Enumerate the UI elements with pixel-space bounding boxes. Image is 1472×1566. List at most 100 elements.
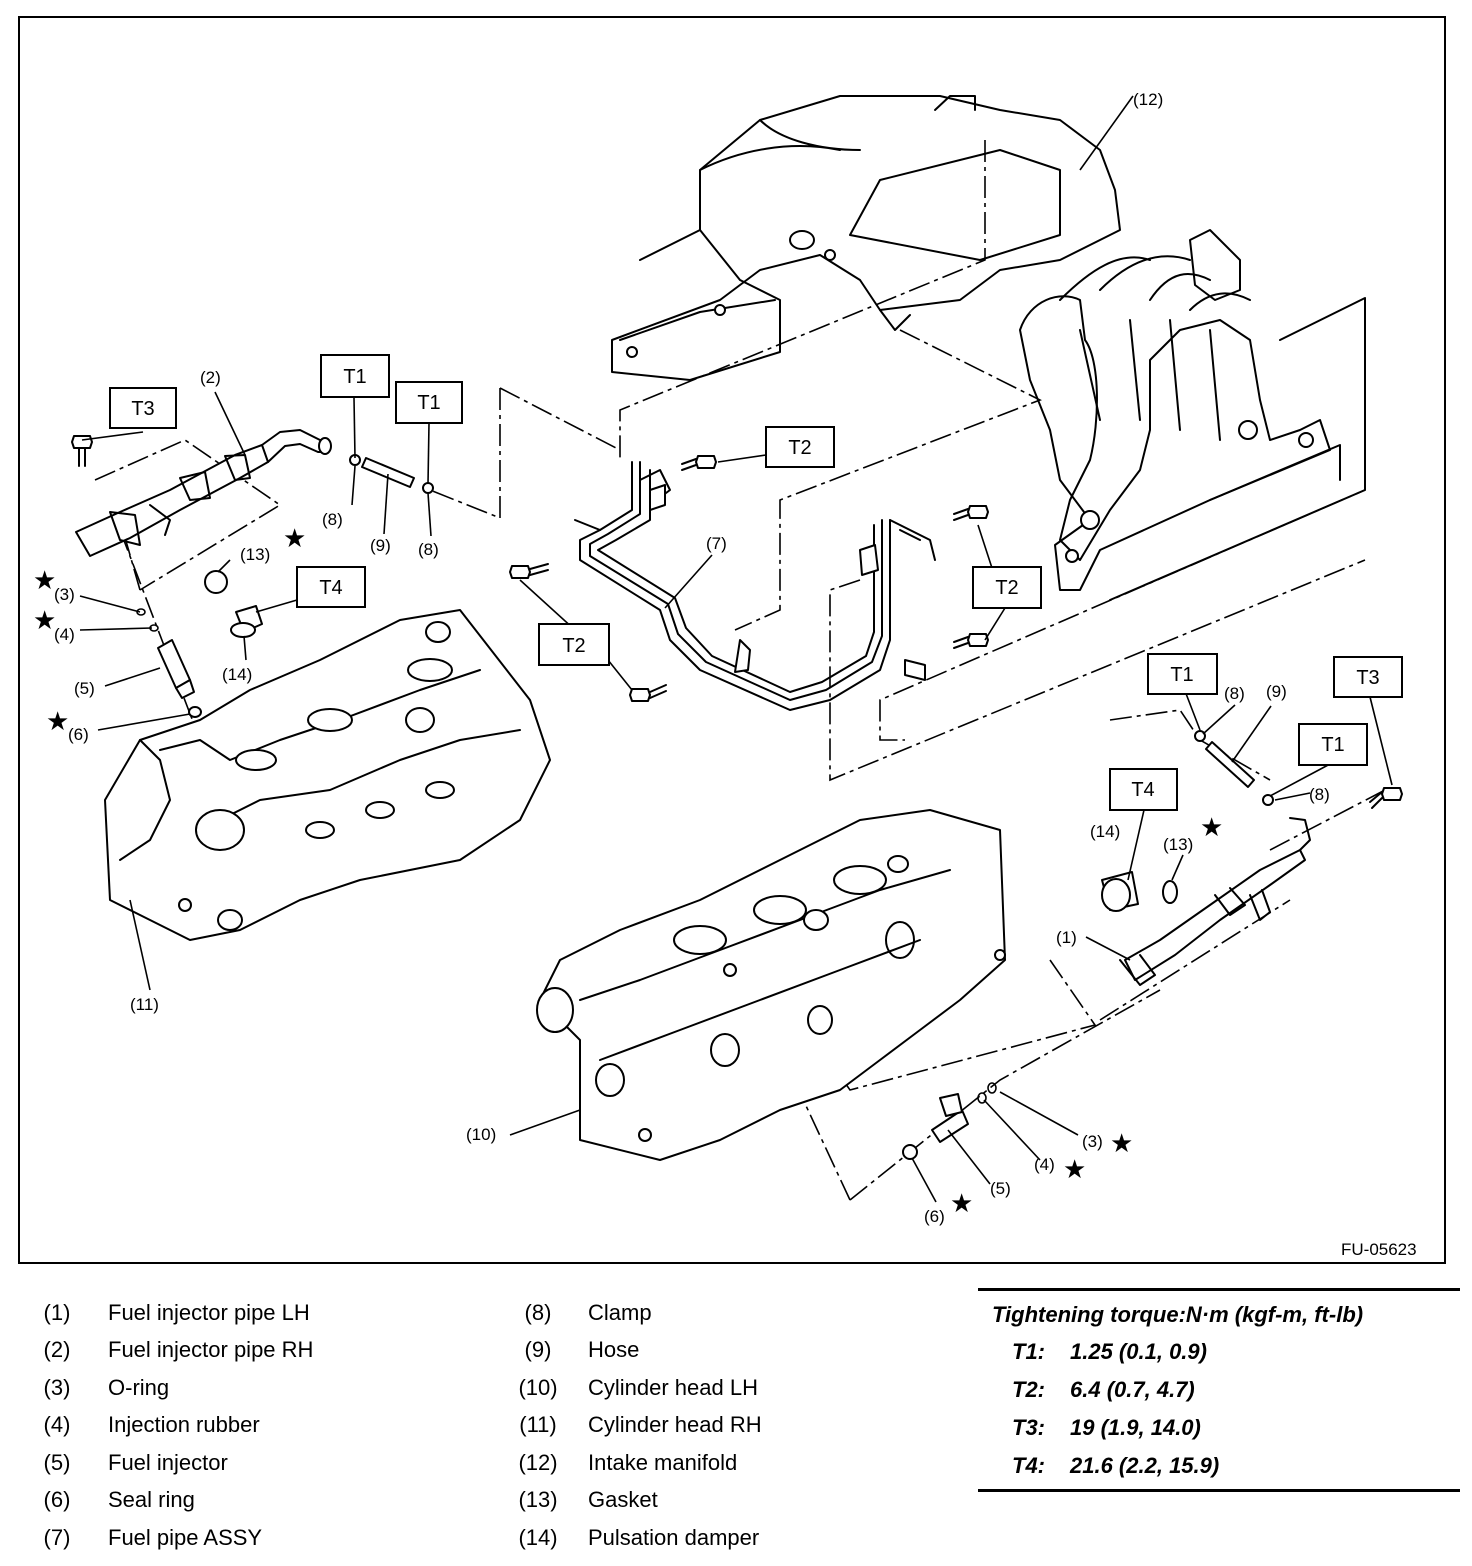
legend-item: (13)Gasket — [512, 1482, 762, 1520]
torque-row: T3: 19 (1.9, 14.0) — [1012, 1409, 1460, 1447]
legend-label: Fuel injector pipe RH — [108, 1337, 314, 1363]
legend-number: (6) — [43, 1487, 71, 1513]
callout-6-b: (6) — [924, 1207, 945, 1226]
callout-6-a: (6) — [68, 725, 89, 744]
star-3-b: ★ — [1110, 1128, 1133, 1158]
callout-8-d: (8) — [1309, 785, 1330, 804]
legend-number: (10) — [518, 1374, 558, 1400]
torque-box-t3-rh: T3 — [109, 387, 177, 429]
intake-manifold — [611, 95, 1366, 601]
torque-value: 6.4 (0.7, 4.7) — [1070, 1377, 1195, 1402]
svg-text:T1: T1 — [1170, 664, 1193, 686]
callout-8-c: (8) — [1224, 684, 1245, 703]
torque-box-t1-d: T1 — [1298, 723, 1368, 766]
cylinder-head-lh — [536, 809, 1006, 1161]
tightening-torque-table: Tightening torque:N·m (kgf-m, ft-lb) T1:… — [978, 1288, 1460, 1492]
callout-13-b: (13) — [1163, 835, 1193, 854]
callout-3-b: (3) — [1082, 1132, 1103, 1151]
figure-code: FU-05623 — [1341, 1240, 1417, 1259]
legend-item: (7)Fuel pipe ASSY — [40, 1519, 313, 1557]
svg-text:T3: T3 — [1356, 667, 1379, 689]
torque-box-t4-lh: T4 — [1109, 768, 1178, 811]
svg-text:T1: T1 — [417, 392, 440, 414]
svg-text:T1: T1 — [1321, 734, 1344, 756]
legend-item: (11) Cylinder head RH — [512, 1407, 762, 1445]
svg-text:T4: T4 — [1131, 779, 1154, 801]
torque-box-t1-a: T1 — [320, 354, 390, 398]
fuel-injector-pipe-lh — [1119, 817, 1311, 986]
callout-14-b: (14) — [1090, 822, 1120, 841]
legend-label: O-ring — [108, 1374, 170, 1400]
callout-8-a: (8) — [322, 510, 343, 529]
legend-item: (6)Seal ring — [40, 1482, 313, 1520]
legend-item: (10) Cylinder head LH — [512, 1369, 762, 1407]
callout-3-a: (3) — [54, 585, 75, 604]
exploded-view-diagram: T3 T1 T1 T4 T2 T2 T2 T1 T1 T3 T4 (2) (8)… — [33, 90, 1403, 1226]
legend-item: (14) Pulsation damper — [512, 1519, 762, 1557]
legend-item: (9) Hose — [512, 1332, 762, 1370]
callout-9-a: (9) — [370, 536, 391, 555]
callouts: (2) (8) (9) (8) (13) ★ (14) ★ (3) ★ (4) … — [33, 90, 1330, 1226]
star-4-a: ★ — [33, 605, 56, 635]
legend-number: (3) — [43, 1374, 71, 1400]
torque-box-t2-top: T2 — [765, 426, 835, 468]
callout-4-a: (4) — [54, 625, 75, 644]
svg-text:T3: T3 — [131, 398, 154, 420]
callout-5-a: (5) — [74, 679, 95, 698]
callout-5-b: (5) — [990, 1179, 1011, 1198]
legend-number: (7) — [43, 1524, 71, 1550]
legend-number: (8) — [524, 1299, 552, 1325]
legend-label: Injection rubber — [108, 1412, 260, 1438]
legend-column-right: (8)Clamp (9) Hose (10) Cylinder head LH (1… — [512, 1294, 762, 1557]
legend-column-left: (1) Fuel injector pipe LH (2) Fuel injecto… — [40, 1294, 314, 1557]
legend-number: (9) — [524, 1337, 552, 1363]
callout-1: (1) — [1056, 928, 1077, 947]
svg-text:T1: T1 — [343, 366, 366, 388]
torque-value: 1.25 (0.1, 0.9) — [1070, 1339, 1207, 1364]
legend-number: (12) — [518, 1449, 558, 1475]
star-13-a: ★ — [283, 523, 306, 553]
legend-item: (8)Clamp — [512, 1294, 762, 1332]
star-6-a: ★ — [46, 706, 69, 736]
small-parts — [136, 454, 1274, 1160]
legend-item: (3) O-ring — [40, 1369, 313, 1407]
legend-label: Cylinder head RH — [588, 1412, 762, 1438]
legend-label: Fuel injector pipe LH — [108, 1299, 310, 1325]
callout-10: (10) — [466, 1125, 496, 1144]
callout-4-b: (4) — [1034, 1155, 1055, 1174]
legend-item: (4)Injection rubber — [40, 1407, 313, 1445]
star-3-a: ★ — [33, 565, 56, 595]
callout-12: (12) — [1133, 90, 1163, 109]
torque-box-t3-lh: T3 — [1333, 656, 1403, 698]
torque-row: T4:21.6 (2.2, 15.9) — [1012, 1447, 1460, 1485]
callout-7: (7) — [706, 534, 727, 553]
cylinder-head-rh — [104, 609, 551, 941]
fuel-pipe-assy — [574, 461, 936, 711]
legend-label: Cylinder head LH — [588, 1374, 758, 1400]
legend-number: (13) — [518, 1487, 558, 1513]
legend-item: (1) Fuel injector pipe LH — [40, 1294, 313, 1332]
legend-item: (5)Fuel injector — [40, 1444, 313, 1482]
torque-box-t2-left: T2 — [538, 623, 610, 666]
legend-number: (11) — [519, 1412, 557, 1438]
legend-number: (2) — [43, 1337, 71, 1363]
star-13-b: ★ — [1200, 812, 1223, 842]
torque-box-t1-c: T1 — [1147, 653, 1218, 695]
legend-item: (2) Fuel injector pipe RH — [40, 1332, 314, 1370]
diagram-frame — [18, 16, 1446, 1264]
legend-label: Hose — [588, 1337, 640, 1363]
callout-13-a: (13) — [240, 545, 270, 564]
callout-9-b: (9) — [1266, 682, 1287, 701]
legend-label: Pulsation damper — [588, 1524, 760, 1550]
legend-number: (14) — [518, 1524, 558, 1550]
svg-text:T2: T2 — [995, 577, 1018, 599]
legend-number: (1) — [43, 1299, 71, 1325]
torque-code: T3: — [1012, 1415, 1045, 1440]
torque-value: 19 (1.9, 14.0) — [1070, 1415, 1201, 1440]
star-6-b: ★ — [950, 1188, 973, 1218]
callout-2: (2) — [200, 368, 221, 387]
callout-11: (11) — [130, 995, 159, 1014]
torque-box-t2-right: T2 — [972, 566, 1042, 609]
legend-label: Fuel injector — [108, 1449, 228, 1475]
callout-14-a: (14) — [222, 665, 252, 684]
